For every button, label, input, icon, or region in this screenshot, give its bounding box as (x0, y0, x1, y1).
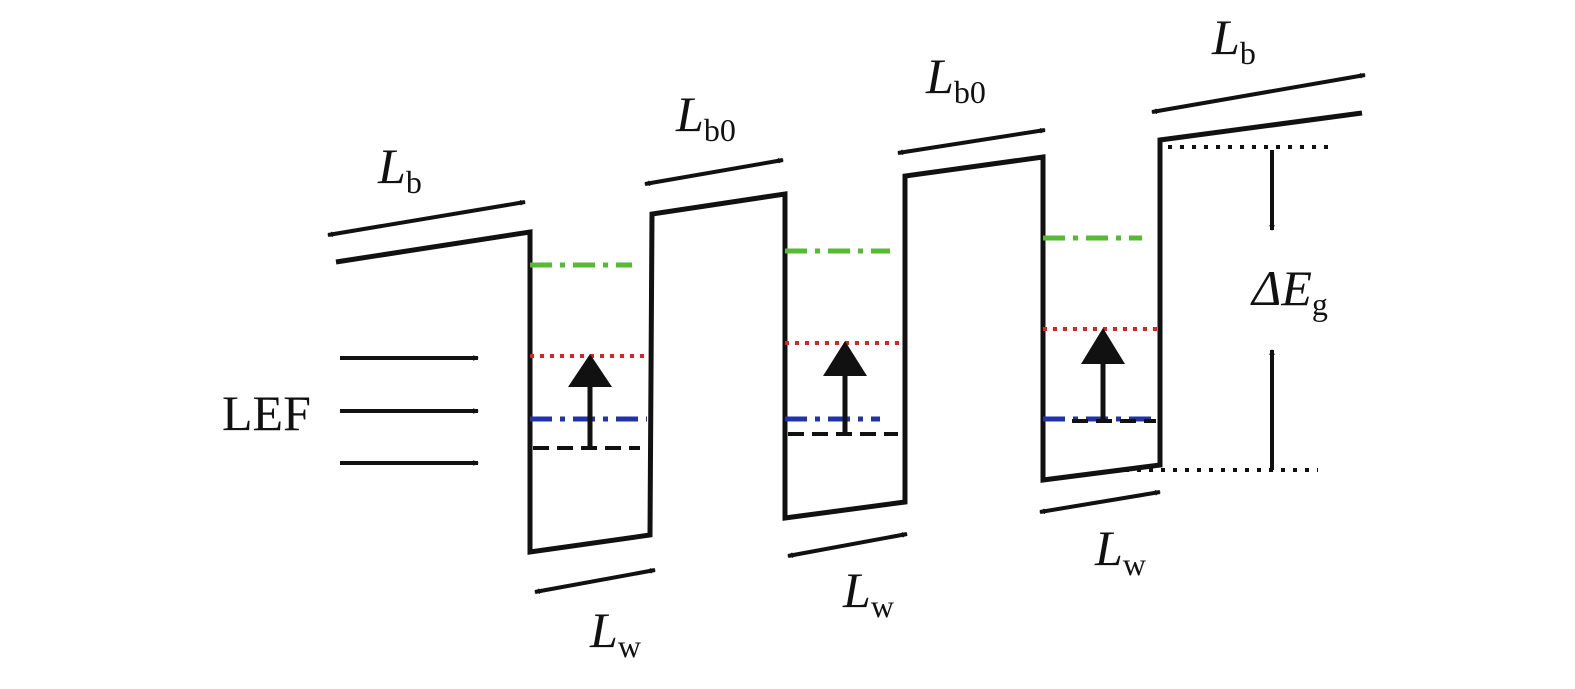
well-3-width-arrow (1040, 492, 1160, 512)
label-barrier-right: Lb (1211, 9, 1256, 71)
barrier-inner-2-width-arrow (898, 130, 1045, 153)
label-barrier-left: Lb (377, 138, 422, 200)
label-bandgap: ΔEg (1250, 260, 1328, 322)
transition-arrow-well-1 (568, 354, 612, 448)
label-well-1: Lw (589, 602, 641, 664)
well-1-width-arrow (535, 568, 655, 594)
label-barrier-inner-1: Lb0 (675, 86, 736, 148)
transition-arrow-well-3 (1081, 328, 1125, 421)
transition-arrow-well-2 (823, 341, 867, 434)
barrier-inner-1-width-arrow (645, 160, 783, 184)
band-profile (335, 110, 1363, 555)
barrier-left-width-arrow (328, 202, 525, 235)
well-2-width-arrow (788, 532, 907, 558)
barrier-right-width-arrow (1152, 75, 1365, 112)
label-field: LEF (222, 385, 311, 441)
label-well-2: Lw (842, 562, 894, 624)
label-well-3: Lw (1094, 520, 1146, 582)
label-barrier-inner-2: Lb0 (925, 48, 986, 110)
